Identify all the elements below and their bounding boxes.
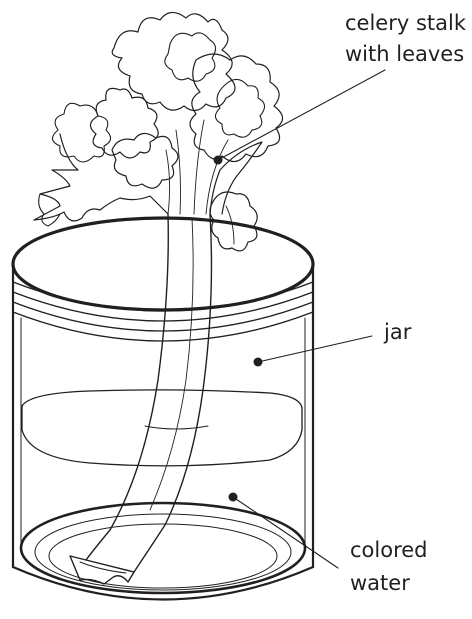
leaf <box>34 134 168 221</box>
jar-base-ring <box>35 514 291 590</box>
leaf <box>165 33 216 81</box>
water-leader-line <box>233 497 338 568</box>
celery-label-line1: celery stalk <box>345 11 467 35</box>
jar <box>13 218 313 600</box>
celery-leaves <box>34 12 283 250</box>
leaf-vein <box>226 206 234 244</box>
leaf <box>190 54 283 162</box>
leader-lines <box>214 70 386 568</box>
stalk-waterline-ring <box>145 426 208 429</box>
leaf-vein <box>166 120 228 214</box>
jar-bottom <box>13 567 313 600</box>
leaf <box>215 79 264 137</box>
celery-label-line2: with leaves <box>345 42 464 66</box>
jar-leader-line <box>258 336 372 362</box>
water-leader-dot <box>229 493 238 502</box>
water-label-line1: colored <box>350 538 428 562</box>
celery-stalk <box>70 214 211 584</box>
jar-base-ring <box>49 524 277 588</box>
jar-label: jar <box>383 320 412 344</box>
labels: celery stalk with leaves jar colored wat… <box>345 11 467 595</box>
jar-leader-dot <box>254 358 263 367</box>
leaf <box>52 103 110 162</box>
leaf <box>90 88 158 158</box>
water-body <box>22 406 302 466</box>
water-surface <box>22 390 302 408</box>
stalk-cut-end <box>70 556 134 584</box>
celery-leader-dot <box>214 156 223 165</box>
colored-water <box>22 390 302 466</box>
water-label-line2: water <box>350 571 410 595</box>
leaf <box>39 194 60 226</box>
leaf-stem <box>210 142 262 214</box>
celery-leader-line <box>218 70 385 160</box>
